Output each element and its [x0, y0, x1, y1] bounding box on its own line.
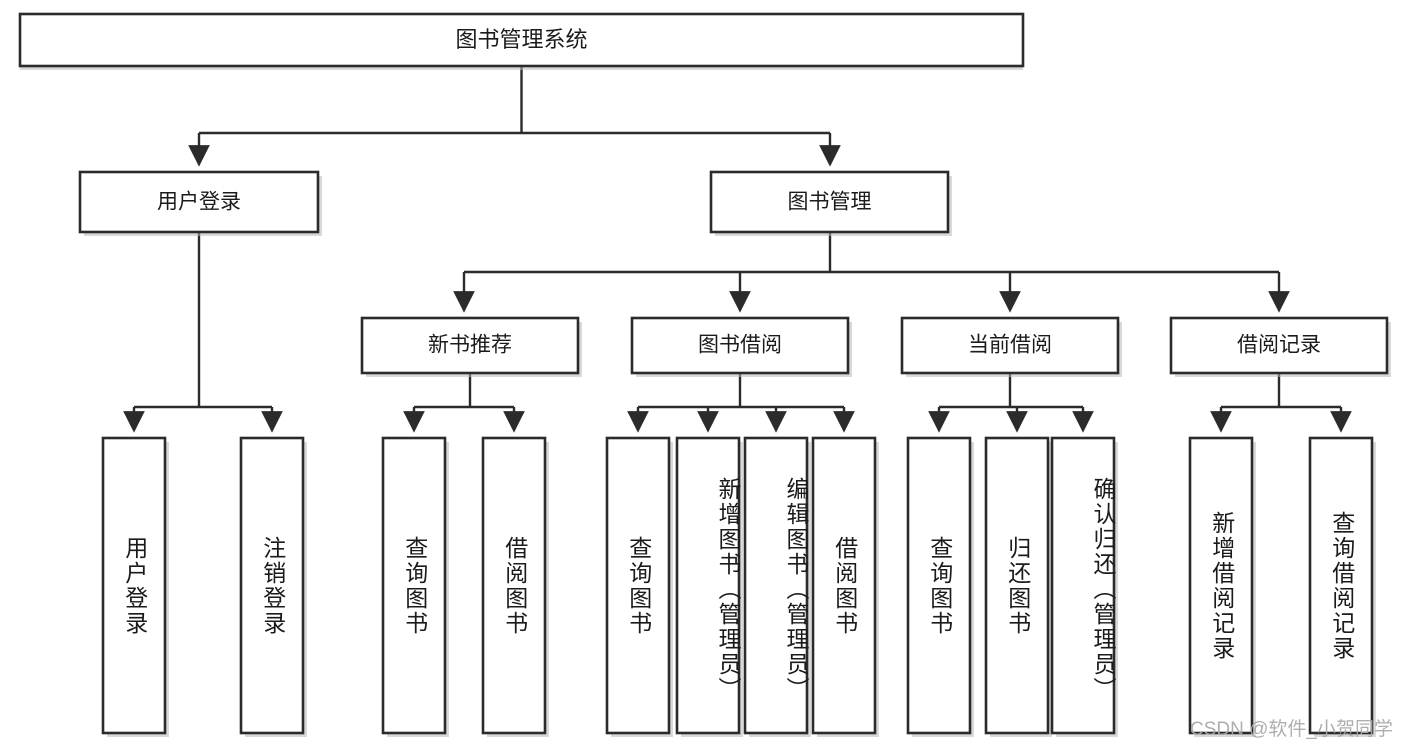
leaf-nb-borrow-box[interactable]	[481, 436, 547, 735]
node-user-login-label: 用户登录	[157, 191, 241, 214]
node-book-borrow-box[interactable]	[630, 316, 850, 375]
node-book-manage-label: 图书管理	[788, 191, 872, 214]
node-current-borrow[interactable]: 当前借阅	[900, 316, 1122, 377]
leaf-user-logout-box[interactable]	[239, 436, 305, 735]
connector-group-borrow-record	[1210, 373, 1352, 433]
node-new-book-rec[interactable]: 新书推荐	[360, 316, 582, 377]
leaf-cb-return-box[interactable]	[984, 436, 1050, 735]
connector-group-book-borrow	[627, 373, 855, 433]
csdn-watermark: CSDN @软件_小贺同学	[1190, 719, 1393, 740]
leaf-bb-add-box[interactable]	[675, 436, 741, 735]
connector-group-current-borrow	[928, 373, 1094, 433]
leaf-br-add-box[interactable]	[1188, 436, 1254, 735]
node-root-box[interactable]	[18, 12, 1025, 68]
node-current-borrow-label: 当前借阅	[968, 334, 1052, 357]
node-user-login[interactable]: 用户登录	[78, 170, 322, 236]
leaf-bb-query-box[interactable]	[605, 436, 671, 735]
node-borrow-record[interactable]: 借阅记录	[1169, 316, 1391, 377]
leaf-user-login-box[interactable]	[101, 436, 167, 735]
leaf-bb-edit-box[interactable]	[743, 436, 809, 735]
leaf-bb-borrow-box[interactable]	[811, 436, 877, 735]
connector-group-root	[188, 66, 841, 167]
node-root[interactable]: 图书管理系统	[18, 12, 1025, 70]
leaf-boxes	[101, 436, 1376, 737]
node-new-book-rec-box[interactable]	[360, 316, 580, 375]
leaf-nb-query-box[interactable]	[381, 436, 447, 735]
leaf-br-query-box[interactable]	[1308, 436, 1374, 735]
connector-group-new-book-rec	[403, 373, 525, 433]
connector-group-book-manage	[453, 232, 1290, 313]
node-book-borrow[interactable]: 图书借阅	[630, 316, 852, 377]
node-current-borrow-box[interactable]	[900, 316, 1120, 375]
node-book-manage-box[interactable]	[709, 170, 950, 234]
node-book-borrow-label: 图书借阅	[698, 334, 782, 357]
leaf-cb-query-box[interactable]	[906, 436, 972, 735]
connector-group-user-login	[123, 232, 283, 433]
node-root-label: 图书管理系统	[455, 27, 587, 52]
node-borrow-record-box[interactable]	[1169, 316, 1389, 375]
node-new-book-rec-label: 新书推荐	[428, 334, 512, 357]
leaf-cb-confirm-box[interactable]	[1050, 436, 1116, 735]
node-user-login-box[interactable]	[78, 170, 320, 234]
node-book-manage[interactable]: 图书管理	[709, 170, 952, 236]
node-borrow-record-label: 借阅记录	[1237, 334, 1321, 357]
